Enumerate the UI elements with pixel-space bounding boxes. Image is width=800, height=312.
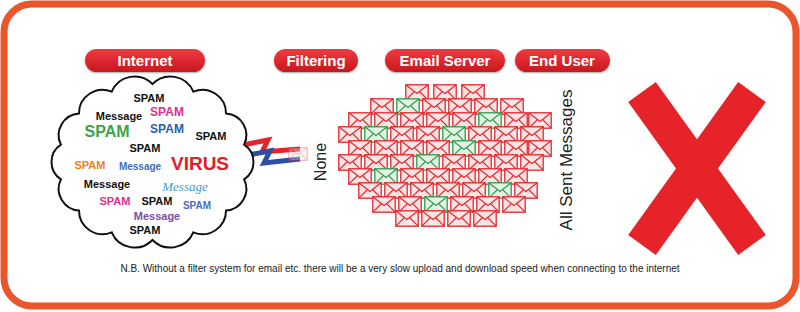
outer-frame bbox=[4, 4, 796, 306]
stage-pill: Internet bbox=[85, 49, 205, 72]
cloud-word: SPAM bbox=[183, 201, 211, 211]
cloud-word: SPAM bbox=[150, 123, 184, 135]
stage-label: End User bbox=[515, 49, 610, 72]
cloud-word: Message bbox=[162, 180, 208, 193]
cloud-word: Message bbox=[119, 162, 161, 172]
cloud-outline-path bbox=[51, 76, 253, 247]
cloud-word: SPAM bbox=[134, 93, 165, 104]
stage-pill: End User bbox=[515, 49, 610, 72]
cloud-word: Message bbox=[134, 211, 180, 222]
cloud-word: SPAM bbox=[84, 124, 129, 140]
filter-state: None bbox=[312, 143, 330, 181]
footnote: N.B. Without a filter system for email e… bbox=[120, 263, 679, 274]
cloud-word: Message bbox=[84, 179, 130, 190]
cloud-word: VIRUS bbox=[171, 154, 229, 173]
stage-label: Filtering bbox=[274, 49, 358, 72]
red-cross bbox=[642, 92, 752, 245]
cloud-word: SPAM bbox=[196, 131, 227, 142]
cloud-word: SPAM bbox=[100, 196, 131, 207]
stage-pill: Filtering bbox=[274, 49, 358, 72]
cloud-word: SPAM bbox=[130, 143, 161, 154]
stage-pill: Email Server bbox=[385, 49, 505, 72]
cloud-word: SPAM bbox=[142, 196, 173, 207]
cloud-word: SPAM bbox=[130, 225, 161, 236]
cloud-word: Message bbox=[96, 111, 142, 122]
envelope-pile bbox=[339, 85, 551, 226]
stage-label: Email Server bbox=[385, 49, 505, 72]
stage-label: Internet bbox=[85, 49, 205, 72]
internet-cloud: SPAMMessageSPAMSPAMSPAMSPAMSPAMSPAMMessa… bbox=[45, 72, 260, 252]
cloud-word: SPAM bbox=[150, 106, 184, 118]
cloud-word: SPAM bbox=[75, 160, 106, 171]
delivery-note: All Sent Messages bbox=[558, 90, 577, 231]
